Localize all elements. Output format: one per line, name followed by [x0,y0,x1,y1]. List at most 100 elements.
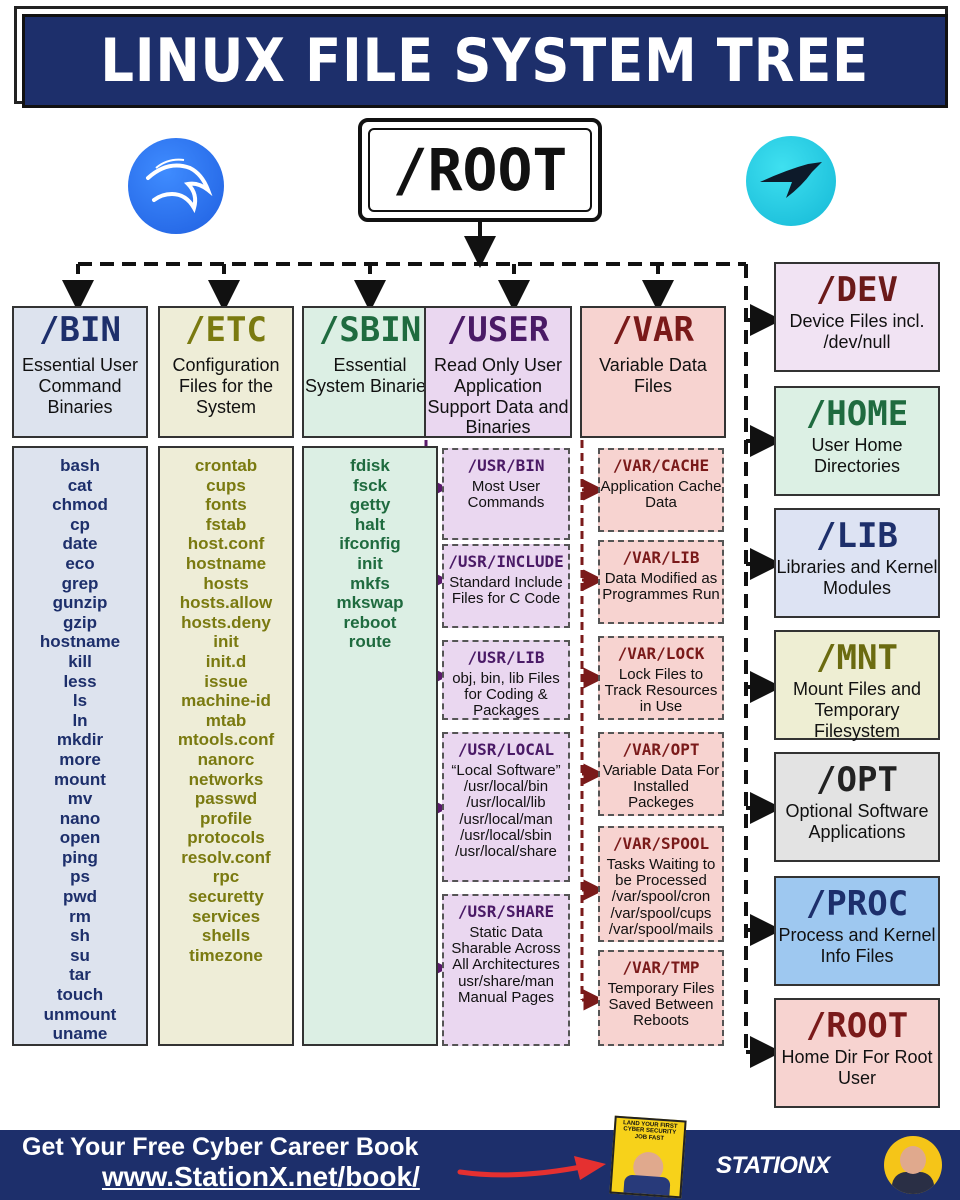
subdir-name: /VAR/TMP [622,958,700,977]
arrow-right-icon [457,1156,606,1180]
list-item: host.conf [187,534,265,554]
list-item: protocols [187,828,265,848]
column-title: /SBIN [318,310,422,350]
subdir-description: obj, bin, lib Files for Coding & Package… [452,670,560,720]
list-item: date [62,534,98,554]
list-item: mkswap [336,593,404,613]
column-header-sbin: /SBIN Essential System Binaries [302,306,438,438]
list-item: init.d [205,651,247,671]
dir-name: /DEV [816,270,898,310]
title-banner: LINUX FILE SYSTEM TREE [22,14,948,108]
usr-subdir-box: /USR/BIN Most User Commands [442,448,570,540]
list-item: touch [56,985,104,1005]
list-item: gzip [63,612,97,632]
list-item: sh [70,926,90,946]
subdir-description: Application Cache Data [600,478,722,512]
dir-description: Mount Files and Temporary Filesystem [792,679,922,741]
dir-description: Optional Software Applications [785,801,929,843]
root-label: /ROOT [392,136,568,204]
subdir-description: Data Modified as Programmes Run [602,570,720,604]
list-item: mtools.conf [177,730,275,750]
avatar [884,1136,942,1194]
dir-box-opt: /OPT Optional Software Applications [774,752,940,862]
list-item: getty [349,495,391,515]
dir-box-dev: /DEV Device Files incl. /dev/null [774,262,940,372]
list-item: issue [204,671,248,691]
list-item: networks [188,769,264,789]
book-cover-image[interactable]: LAND YOUR FIRST CYBER SECURITY JOB FAST [609,1115,687,1199]
footer-banner [0,1130,960,1200]
usr-subdir-box: /USR/LOCAL “Local Software” /usr/local/b… [442,732,570,882]
subdir-description: Lock Files to Track Resources in Use [604,666,718,716]
subdir-description: “Local Software” /usr/local/bin /usr/loc… [451,762,561,860]
subdir-name: /USR/INCLUDE [448,552,564,571]
list-item: grep [61,573,99,593]
list-item: kill [68,651,92,671]
list-item: hostname [185,553,267,573]
kali-dragon-icon [128,138,224,234]
list-item: machine-id [181,691,271,711]
dir-description: Device Files incl. /dev/null [789,311,925,353]
footer-link[interactable]: www.StationX.net/book/ [102,1161,420,1192]
list-item: mkdir [56,730,104,750]
list-item: mtab [205,710,247,730]
list-item: reboot [343,612,397,632]
column-header-var: /VAR Variable Data Files [580,306,726,438]
list-item: securetty [188,887,264,907]
list-item: bash [60,456,100,475]
list-item: fsck [352,475,388,495]
list-item: more [59,749,101,769]
column-header-etc: /ETC Configuration Files for the System [158,306,294,438]
subdir-description: Most User Commands [467,478,545,512]
page-title: LINUX FILE SYSTEM TREE [100,26,870,96]
list-item: profile [200,808,252,828]
list-item: gunzip [52,593,108,613]
subdir-name: /VAR/SPOOL [612,834,710,853]
subdir-description: Static Data Sharable Across All Architec… [451,924,561,1006]
dir-description: Process and Kernel Info Files [778,925,936,967]
list-item: passwd [194,789,258,809]
book-title: LAND YOUR FIRST CYBER SECURITY JOB FAST [622,1120,678,1142]
list-item: chmod [52,495,108,515]
usr-subdir-box: /USR/INCLUDE Standard Include Files for … [442,544,570,628]
subdir-name: /USR/LOCAL [457,740,555,759]
list-item: crontab [194,456,258,475]
dir-description: User Home Directories [811,435,903,477]
list-item: open [59,828,101,848]
column-description: Essential System Binaries [304,355,436,397]
list-item: nanorc [197,749,255,769]
column-header-user: /USER Read Only User Application Support… [424,306,572,438]
list-item: mount [54,769,106,789]
list-item: uname [52,1024,108,1044]
list-item: cat [67,475,93,495]
column-title: /BIN [39,310,121,350]
list-item: mkfs [350,573,390,593]
var-subdir-box: /VAR/SPOOL Tasks Waiting to be Processed… [598,826,724,942]
dir-box-proc: /PROC Process and Kernel Info Files [774,876,940,986]
dir-box-home: /HOME User Home Directories [774,386,940,496]
list-item: route [348,632,392,652]
dir-box-mnt: /MNT Mount Files and Temporary Filesyste… [774,630,940,741]
footer-headline: Get Your Free Cyber Career Book [22,1133,419,1161]
list-item: halt [354,514,386,534]
dir-name: /ROOT [805,1006,909,1046]
parrot-bird-icon [746,136,836,226]
column-header-bin: /BIN Essential User Command Binaries [12,306,148,438]
list-item: services [191,906,261,926]
column-title: /USER [446,310,550,350]
usr-subdir-box: /USR/SHARE Static Data Sharable Across A… [442,894,570,1046]
stationx-logo: STATIONX [716,1152,830,1179]
list-item: nano [59,808,101,828]
subdir-name: /VAR/CACHE [612,456,710,475]
list-item: tar [69,965,91,985]
list-item: pwd [63,887,97,907]
list-item: less [63,671,97,691]
list-item: cp [70,514,90,534]
list-item: unmount [43,1004,117,1024]
list-item: hosts.allow [179,593,273,613]
list-item: shells [201,926,251,946]
dir-box-lib: /LIB Libraries and Kernel Modules [774,508,940,618]
